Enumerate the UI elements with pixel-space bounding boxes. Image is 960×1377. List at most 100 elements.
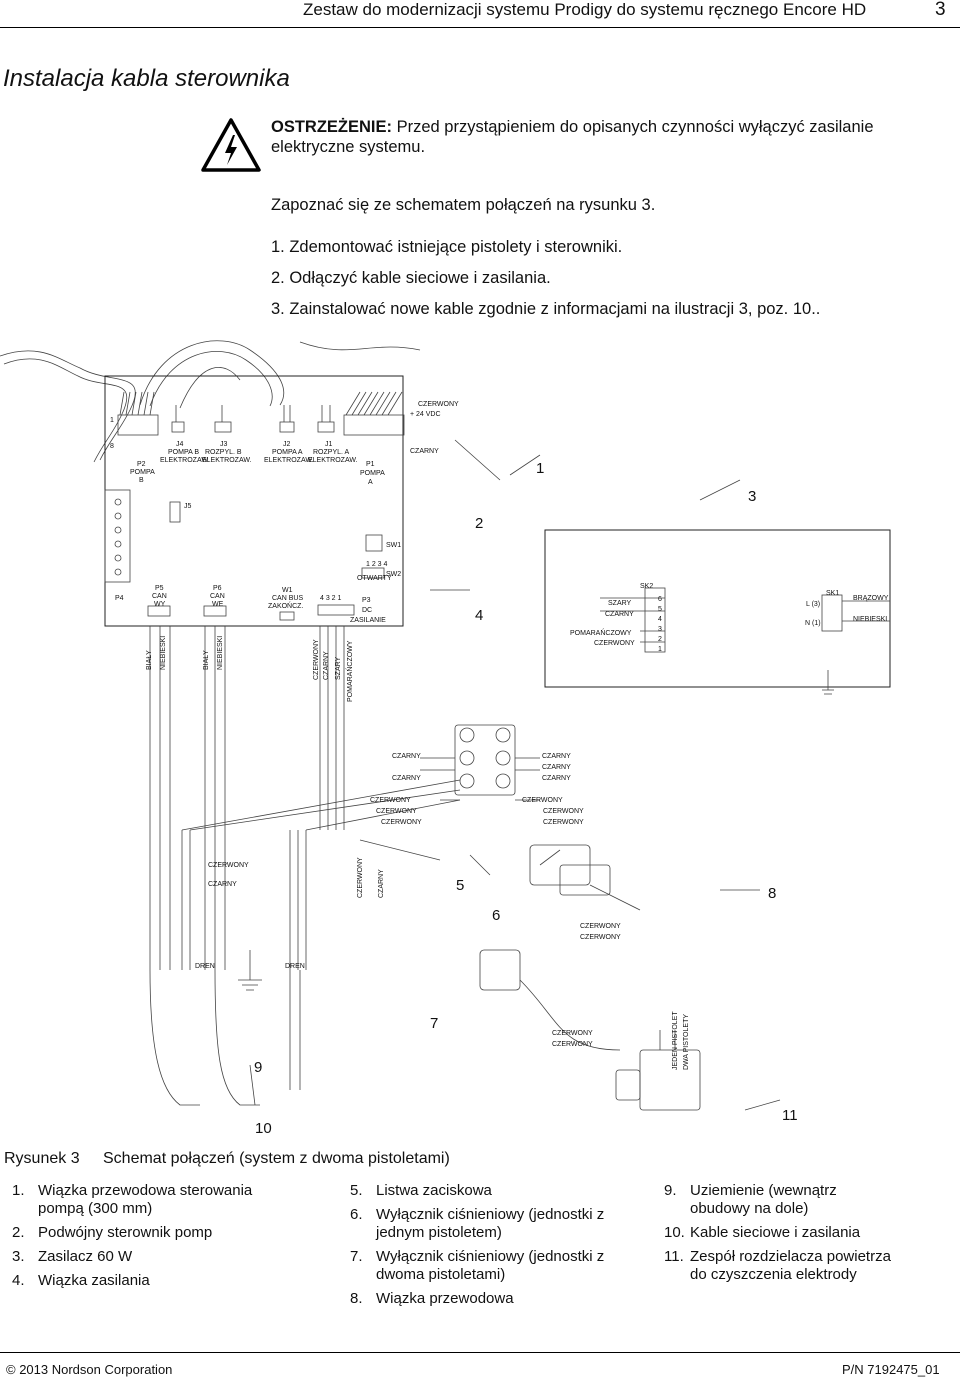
connector-p3: P3 <box>362 597 371 604</box>
legend-item: 1.Wiązka przewodowa sterowania pompą (30… <box>12 1182 302 1218</box>
terminal-wire-label: CZARNY <box>542 764 571 771</box>
connector-w1-desc2: ZAKOŃCZ. <box>268 601 303 610</box>
wire-label-vertical: CZERWONY <box>313 639 320 680</box>
legend-item: 7. Wyłącznik ciśnieniowy (jednostki z dwo… <box>350 1248 640 1284</box>
connector-j4-desc2: ELEKTROZAW. <box>160 457 210 464</box>
header-title: Zestaw do modernizacji systemu Prodigy d… <box>303 0 867 19</box>
connector-j4-desc: POMPA B <box>168 449 199 456</box>
connector-j2-desc: POMPA A <box>272 449 303 456</box>
wire-label-black: CZARNY <box>410 448 439 455</box>
wire-label-vertical: NIEBIESKI <box>217 636 224 670</box>
legend-num: 3. <box>12 1248 25 1265</box>
footer-divider <box>0 1352 960 1353</box>
legend-item: 3.Zasilacz 60 W <box>12 1248 302 1266</box>
psu-pin: 1 <box>658 646 662 653</box>
psu-pin: 3 <box>658 626 662 633</box>
connector-p3-desc2: ZASILANIE <box>350 617 386 624</box>
psu-sk1: SK1 <box>826 590 839 597</box>
wire-label-vertical: CZERWONY <box>357 857 364 898</box>
callout-number: 4 <box>475 607 483 624</box>
figure-label: Rysunek 3 <box>4 1150 80 1167</box>
connector-j5: J5 <box>184 503 192 510</box>
wire-label-vertical: POMARAŃCZOWY <box>345 640 354 702</box>
connector-p2-desc2: B <box>139 477 144 484</box>
callout-number: 5 <box>456 877 464 894</box>
lower-wire-label: CZERWONY <box>580 923 621 930</box>
legend-num: 8. <box>350 1290 363 1307</box>
legend-text: Kable sieciowe i zasilania <box>690 1224 861 1241</box>
connector-w1: W1 <box>282 587 293 594</box>
lower-wire-label: CZERWONY <box>580 934 621 941</box>
connector-p5: P5 <box>155 585 164 592</box>
connector-j1-desc2: ELEKTROZAW. <box>308 457 358 464</box>
legend-item: 8.Wiązka przewodowa <box>350 1290 640 1308</box>
psu-sk2: SK2 <box>640 583 653 590</box>
legend-num: 7. <box>350 1248 363 1265</box>
legend-text: Wyłącznik ciśnieniowy (jednostki z dwoma… <box>376 1248 605 1283</box>
steps-list: 1. Zdemontować istniejące pistolety i st… <box>271 232 820 325</box>
terminal-wire-label: CZERWONY <box>522 797 563 804</box>
connector-p6-desc2: WE <box>212 601 224 608</box>
psu-wire-red: CZERWONY <box>594 640 635 647</box>
wire-label-24v-red: CZERWONY <box>418 401 459 408</box>
connector-p2: P2 <box>137 461 146 468</box>
part-number: P/N 7192475_01 <box>842 1362 940 1377</box>
legend-item: 6.Wyłącznik ciśnieniowy (jednostki z jed… <box>350 1206 640 1242</box>
callout-number: 3 <box>748 488 756 505</box>
terminal-wire-label: CZERWONY <box>376 808 417 815</box>
legend-num: 9. <box>664 1182 677 1199</box>
connector-j1: J1 <box>325 441 333 448</box>
step-item: 2. Odłączyć kable sieciowe i zasilania. <box>271 269 551 287</box>
connector-p1-desc: POMPA <box>360 470 385 477</box>
connector-j2-desc2: ELEKTROZAW. <box>264 457 314 464</box>
legend-item: 4. Wiązka zasilania <box>12 1272 302 1290</box>
psu-wire-blue: NIEBIESKI <box>853 616 887 623</box>
intro-text: Zapoznać się ze schematem połączeń na ry… <box>271 196 656 214</box>
voltage-label: + 24 VDC <box>410 411 441 418</box>
wire-label-vertical: SZARY <box>335 656 342 680</box>
manifold-label: JEDEN PISTOLET <box>672 1011 679 1070</box>
legend-item: 2.Podwójny sterownik pomp <box>12 1224 302 1242</box>
legend-text: Uziemienie (wewnątrz obudowy na dole) <box>690 1182 837 1217</box>
legend-num: 11. <box>664 1248 684 1265</box>
psu-pin: 2 <box>658 636 662 643</box>
wire-label-vertical: NIEBIESKI <box>160 636 167 670</box>
connector-p1: P1 <box>366 461 375 468</box>
legend-num: 6. <box>350 1206 363 1223</box>
switch-sw2: SW2 <box>386 571 401 578</box>
terminal-wire-label: CZARNY <box>392 775 421 782</box>
pin-label-8: 8 <box>110 443 114 450</box>
psu-pin: 6 <box>658 596 662 603</box>
connector-p6: P6 <box>213 585 222 592</box>
legend-num: 10. <box>664 1224 685 1241</box>
callout-number: 1 <box>536 460 544 477</box>
psu-wire-orange: POMARAŃCZOWY <box>570 628 632 637</box>
callout-number: 7 <box>430 1015 438 1032</box>
psu-pin: 4 <box>658 616 662 623</box>
switch-open-label: OTWARTY <box>357 575 392 582</box>
wire-label-vertical: CZARNY <box>378 869 385 898</box>
legend-text: Wiązka zasilania <box>38 1272 150 1289</box>
connector-j4: J4 <box>176 441 184 448</box>
manifold-label: DWA PISTOLETY <box>683 1014 690 1070</box>
callout-number: 8 <box>768 885 776 902</box>
warning-label: OSTRZEŻENIE: <box>271 118 393 136</box>
legend-num: 5. <box>350 1182 363 1199</box>
legend-num: 2. <box>12 1224 25 1241</box>
connector-j3-desc2: ELEKTROZAW. <box>202 457 252 464</box>
legend-column: 5.Listwa zaciskowa 6.Wyłącznik ciśnienio… <box>350 1182 640 1314</box>
connector-p2-desc: POMPA <box>130 469 155 476</box>
psu-wire-black: CZARNY <box>605 611 634 618</box>
terminal-wire-label: CZERWONY <box>543 819 584 826</box>
legend-item: 9. Uziemienie (wewnątrz obudowy na dole) <box>664 1182 894 1218</box>
legend-column: 1.Wiązka przewodowa sterowania pompą (30… <box>12 1182 302 1296</box>
legend-num: 4. <box>12 1272 25 1289</box>
connector-j1-desc: ROZPYL. A <box>313 449 350 456</box>
wire-label-vertical: CZARNY <box>323 651 330 680</box>
terminal-wire-label: CZERWONY <box>543 808 584 815</box>
legend-text: Zespół rozdzielacza powietrza do czyszcz… <box>690 1248 891 1283</box>
switch-sw2-pins: 1 2 3 4 <box>366 561 388 568</box>
wire-label-vertical: BIAŁY <box>203 650 210 670</box>
callout-number: 6 <box>492 907 500 924</box>
step-item: 1. Zdemontować istniejące pistolety i st… <box>271 238 623 256</box>
